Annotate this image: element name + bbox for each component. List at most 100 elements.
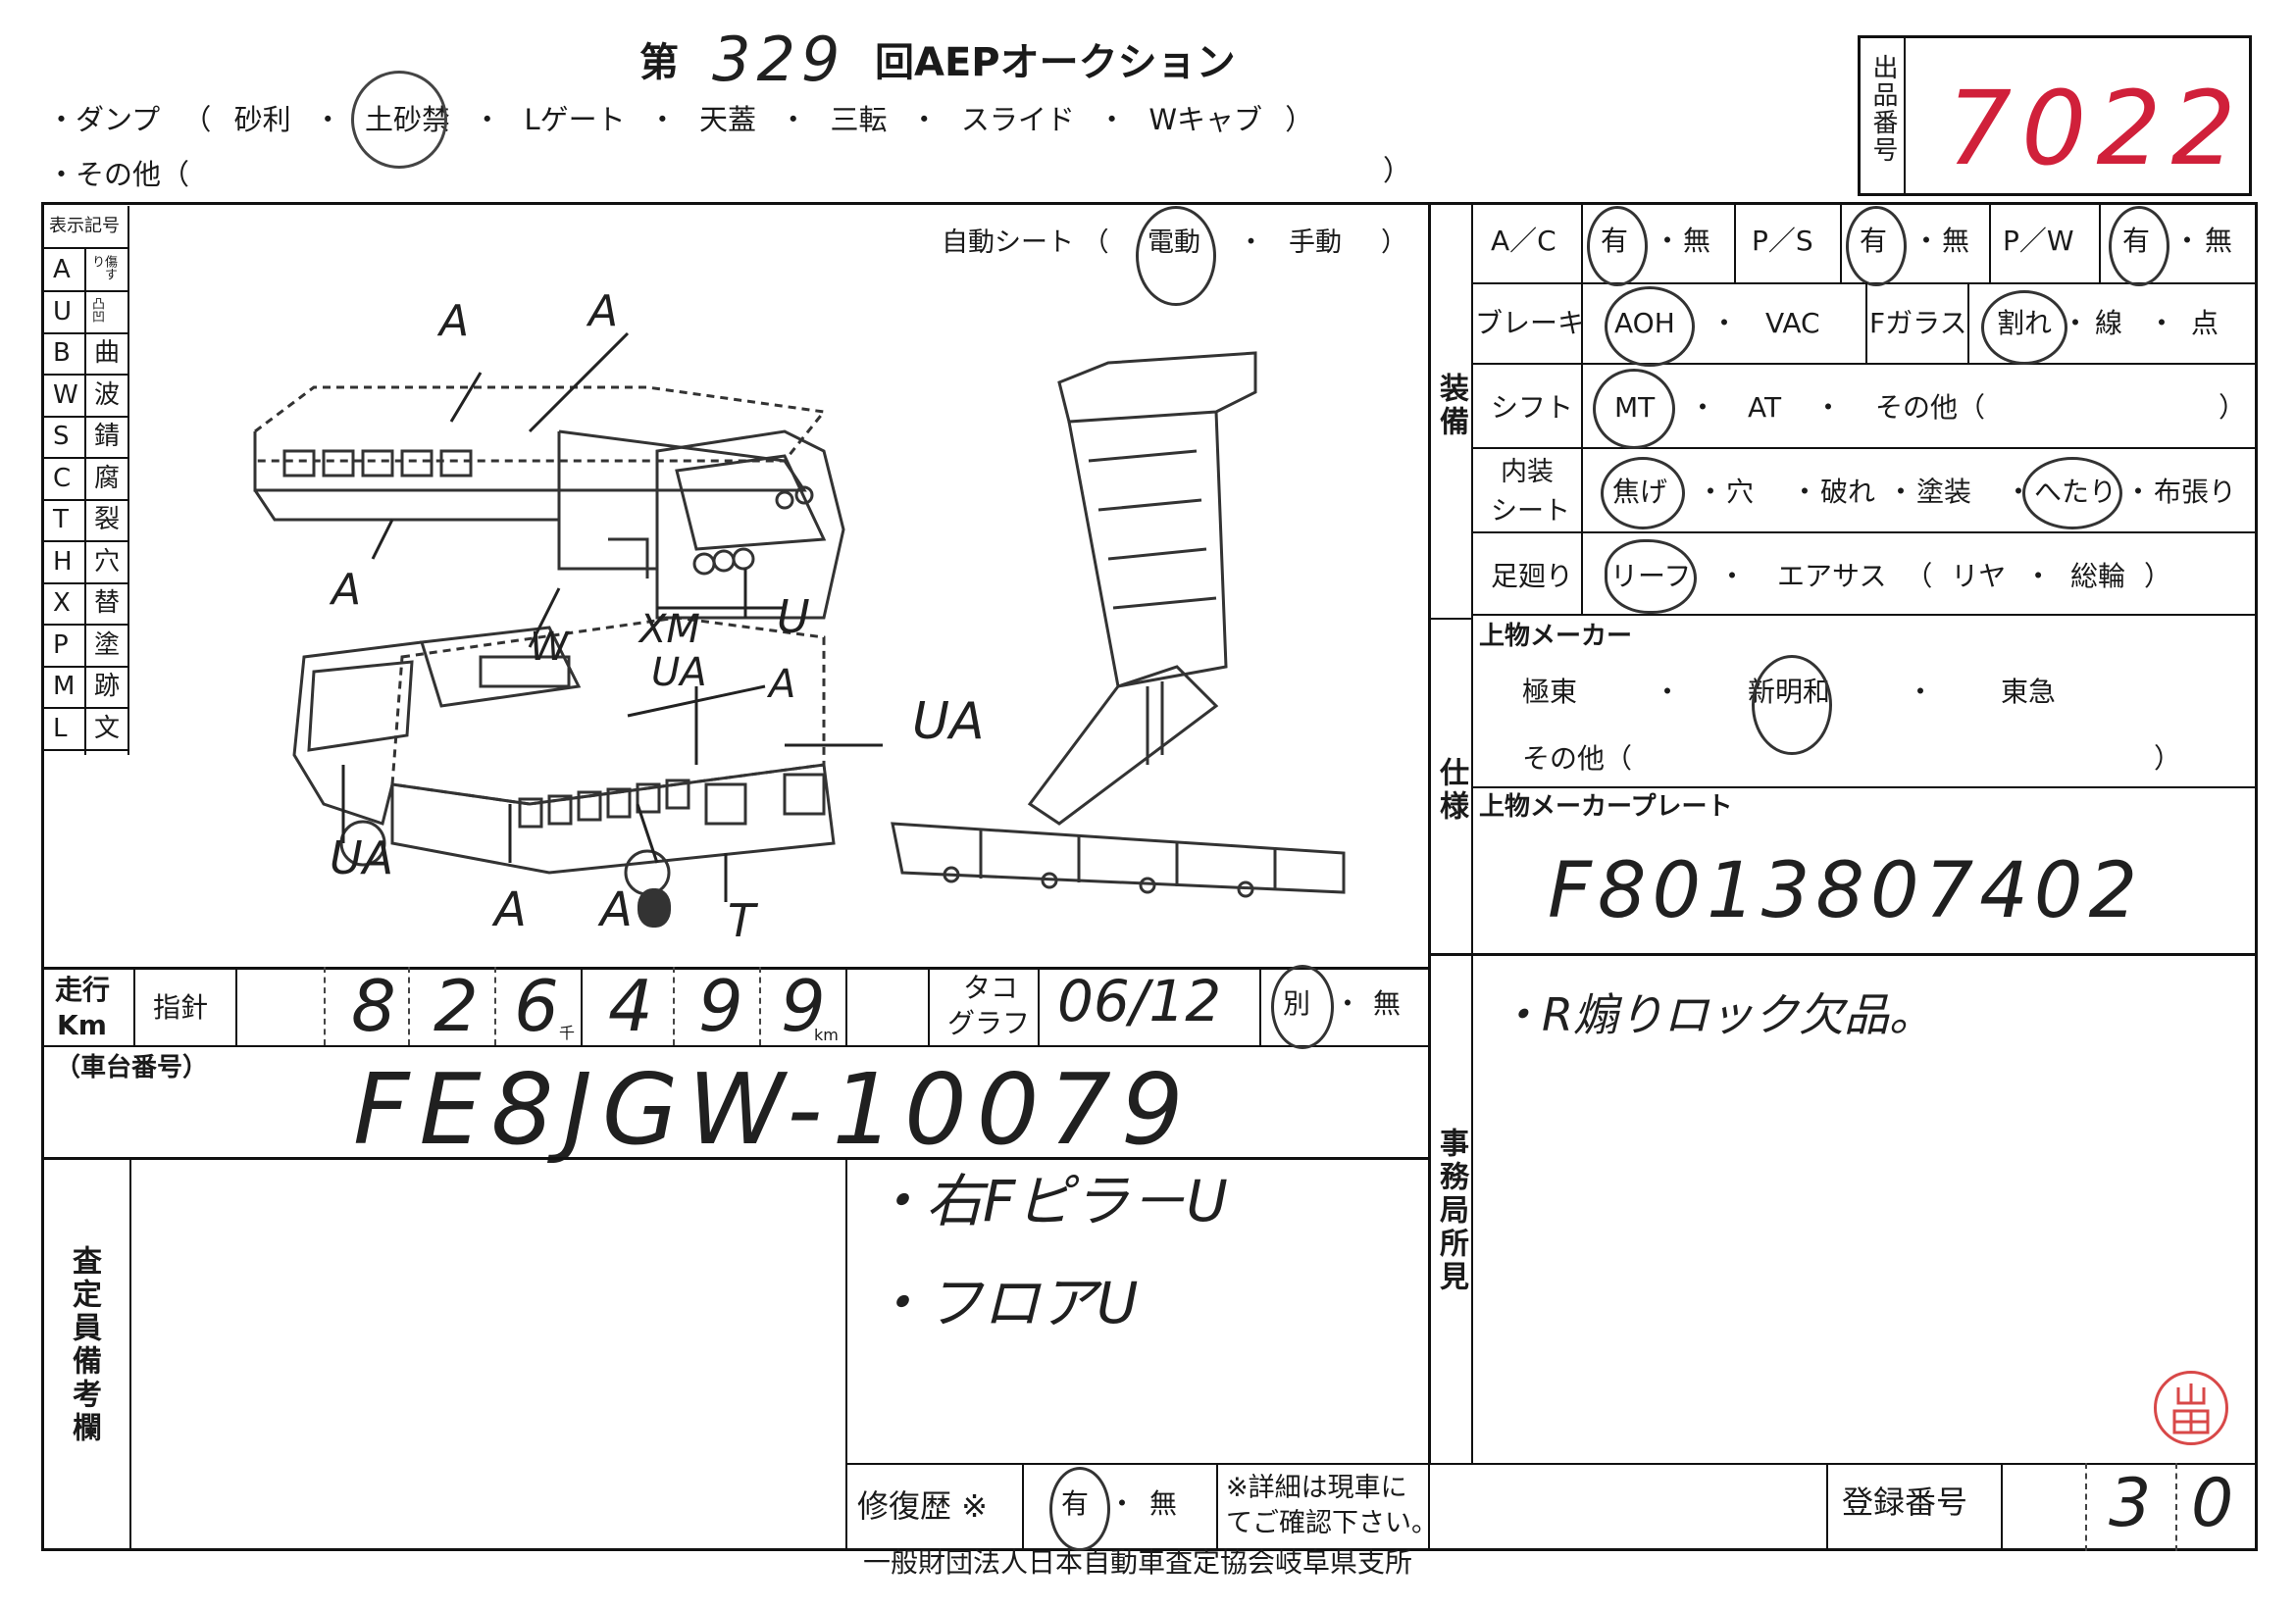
interior-option: 塗装	[1916, 476, 1972, 508]
glass-line: 線	[2095, 307, 2123, 339]
shift-other: その他（	[1875, 391, 1986, 424]
legend-meaning: 替	[94, 588, 121, 618]
appraisal-sheet-frame	[41, 202, 2258, 1551]
legend-meaning: 曲	[94, 338, 121, 368]
ps-sep: ・	[1913, 225, 1941, 257]
brake-aoh-circle	[1605, 286, 1695, 367]
auto-sheet-close: ）	[1381, 227, 1407, 258]
legend-meaning: 腐	[94, 463, 121, 493]
mark-a-6: A	[600, 882, 633, 937]
footer-organization: 一般財団法人日本自動車査定協会岐阜県支所	[863, 1546, 1413, 1579]
mark-a-4: A	[769, 662, 796, 707]
legend-code: W	[53, 379, 78, 410]
auction-number: 329	[712, 24, 846, 95]
repair-note-line2: てご確認下さい。	[1226, 1508, 1438, 1538]
repair-no: 無	[1149, 1487, 1178, 1520]
legend-title: 表示記号	[49, 216, 120, 236]
interior-sep: ・	[2124, 476, 2153, 508]
maker-other-close: ）	[2154, 742, 2182, 775]
mileage-label-bottom: Km	[57, 1009, 107, 1041]
tacho-label-bottom: グラフ	[947, 1007, 1031, 1039]
suspension-air: エアサス （ リヤ ・ 総輪 ）	[1777, 560, 2171, 592]
tacho-sep: ・	[1334, 987, 1362, 1020]
ac-yes-circle	[1587, 206, 1648, 286]
pw-no: 無	[2205, 225, 2233, 257]
suspension-label: 足廻り	[1491, 560, 1574, 592]
interior-sag-circle	[2022, 457, 2122, 529]
listing-number-value: 7022	[1947, 69, 2246, 188]
legend-meaning: 波	[94, 379, 121, 410]
maker-shinmaywa-circle	[1752, 655, 1832, 755]
shift-label: シフト	[1491, 391, 1574, 424]
mark-t: T	[728, 894, 756, 947]
legend-code: C	[53, 463, 72, 493]
equipment-section-label: 装備	[1434, 373, 1468, 439]
gravel-prohibited-circle	[351, 71, 447, 169]
legend-meaning: 凸凹	[89, 296, 104, 323]
ps-yes-circle	[1846, 206, 1907, 286]
pw-label: P／W	[2003, 225, 2074, 257]
other-line-label: ・その他（	[47, 158, 190, 191]
ac-label: A／C	[1491, 225, 1556, 257]
legend-meaning: 錆	[94, 422, 121, 451]
legend-meaning: 傷すり	[89, 255, 117, 280]
chassis-label: （車台番号）	[55, 1053, 209, 1082]
mark-ua-3: UA	[330, 831, 394, 884]
legend-meaning: 文	[94, 713, 121, 743]
mileage-digit-2: 2	[434, 965, 479, 1047]
interior-option: 布張り	[2154, 476, 2237, 508]
scribble-mark	[638, 888, 671, 928]
interior-option: 破れ	[1820, 476, 1876, 508]
maker-sep1: ・	[1654, 676, 1682, 708]
legend-code: S	[53, 422, 70, 451]
shift-other-close: ）	[2219, 391, 2247, 424]
auto-sheet-electric-circle	[1136, 206, 1216, 306]
title-prefix: 第	[639, 40, 679, 85]
inspector-note-2: ・フロアU	[869, 1270, 1139, 1336]
ps-label: P／S	[1752, 225, 1813, 257]
mark-w: W	[530, 625, 569, 670]
rear-body-outline	[253, 385, 827, 463]
brake-vac: VAC	[1765, 307, 1820, 339]
ac-no: 無	[1683, 225, 1711, 257]
office-note: ・R煽りロック欠品。	[1497, 988, 1934, 1041]
repair-note-line1: ※詳細は現車に	[1226, 1473, 1407, 1503]
glass-point: 点	[2191, 307, 2219, 339]
brake-label: ブレーキ	[1475, 307, 1586, 339]
maker-sep2: ・	[1907, 676, 1935, 708]
mark-xm: XM	[639, 607, 700, 652]
listing-number-box: 出品番号 7022	[1858, 35, 2252, 196]
legend-code: T	[53, 505, 69, 534]
interior-sep: ・	[1697, 476, 1725, 508]
shift-mt-circle	[1593, 369, 1675, 449]
tacho-label-top: タコ	[963, 972, 1019, 1004]
mark-ua-1: UA	[651, 650, 707, 695]
thousand-unit: 千	[559, 1024, 576, 1042]
listing-number-label: 出品番号	[1868, 54, 1898, 164]
mileage-digit-4: 4	[608, 965, 653, 1047]
legend-code: B	[53, 338, 71, 368]
repair-history-label: 修復歴 ※	[857, 1487, 988, 1525]
suspension-sep: ・	[1718, 560, 1747, 592]
legend-code: L	[53, 713, 68, 743]
interior-burn-circle	[1601, 457, 1685, 529]
legend-meaning: 裂	[94, 505, 121, 534]
meter-label: 指針	[153, 991, 209, 1024]
legend-code: U	[53, 296, 73, 327]
mileage-label-top: 走行	[55, 974, 111, 1006]
shift-sep2: ・	[1814, 391, 1843, 424]
pw-yes-circle	[2109, 206, 2169, 286]
body-plate-value: F8013807402	[1548, 847, 2144, 935]
auto-sheet-label: 自動シート （	[942, 227, 1109, 258]
body-plate-label: 上物メーカープレート	[1479, 792, 1733, 822]
auto-sheet-sep: ・	[1238, 227, 1264, 258]
chassis-number: FE8JGW-10079	[353, 1052, 1194, 1167]
